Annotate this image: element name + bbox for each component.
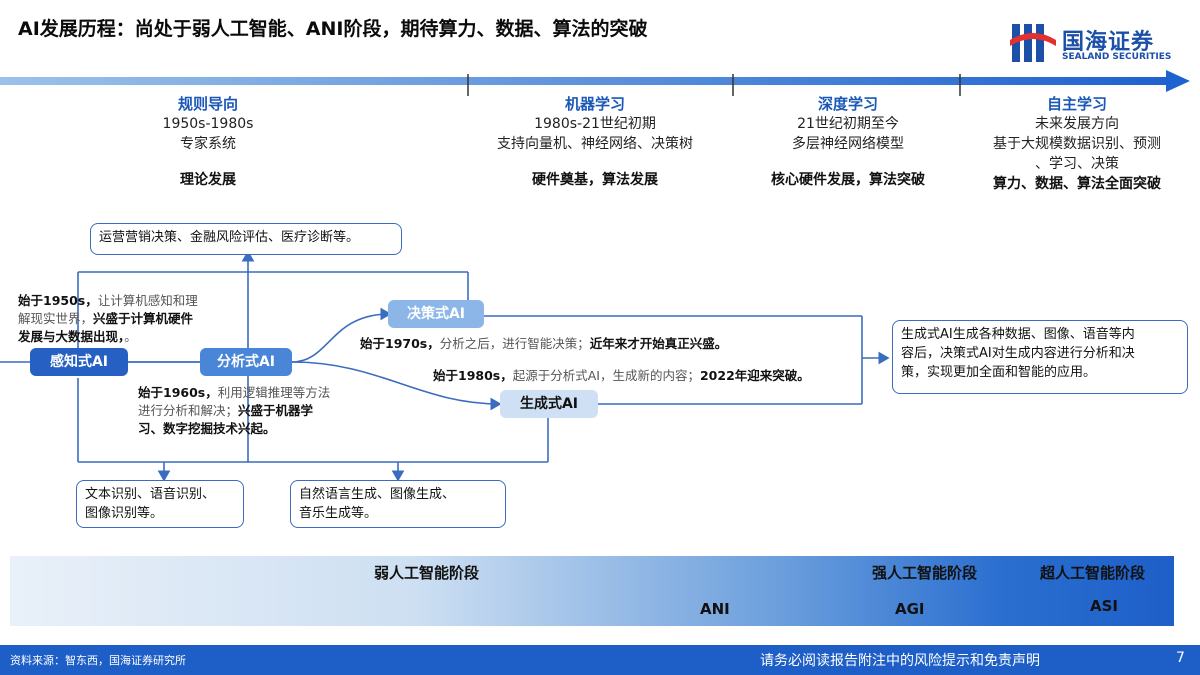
sealand-logo-icon [1010, 24, 1056, 62]
note-bold: 始于1970s， [360, 336, 440, 351]
phase-key: 硬件奠基，算法发展 [532, 172, 658, 188]
note-bold: 近年来才开始真正兴盛。 [589, 336, 728, 351]
phase-key: 算力、数据、算法全面突破 [993, 176, 1161, 192]
note-bold: 习、数字挖掘技术兴起。 [138, 421, 276, 436]
phase-autonomous-learning: 自主学习 未来发展方向 基于大规模数据识别、预测 、学习、决策 算力、数据、算法… [952, 94, 1200, 194]
phase-desc: 基于大规模数据识别、预测 [993, 136, 1161, 152]
note-text: 利用逻辑推理等方法 [217, 385, 331, 400]
footer-source: 资料来源：智东西，国海证券研究所 [10, 654, 186, 667]
node-perception-ai: 感知式AI [30, 348, 128, 376]
ai-stage-bar [10, 556, 1174, 626]
stage-asi: ASI [1090, 597, 1118, 615]
phase-period: 1950s-1980s [162, 116, 254, 132]
note-decision: 始于1970s，分析之后，进行智能决策；近年来才开始真正兴盛。 [360, 335, 727, 353]
note-text: 进行分析和解决； [138, 403, 239, 418]
logo-subtitle: SEALAND SECURITIES [1062, 52, 1172, 62]
stage-ani: ANI [700, 600, 730, 618]
stage-weak-ai: 弱人工智能阶段 [374, 564, 480, 582]
phase-key: 理论发展 [180, 172, 236, 188]
box-text: 运营营销决策、金融风险评估、医疗诊断等。 [99, 230, 360, 245]
box-text-line: 图像识别等。 [85, 506, 164, 521]
phase-rule-based: 规则导向 1950s-1980s 专家系统 理论发展 [83, 94, 333, 190]
page-number: 7 [1176, 650, 1185, 666]
box-decision-applications: 运营营销决策、金融风险评估、医疗诊断等。 [90, 223, 402, 255]
node-analysis-ai: 分析式AI [200, 348, 292, 376]
node-generative-ai: 生成式AI [500, 390, 598, 418]
stage-super-ai: 超人工智能阶段 [1040, 564, 1146, 582]
note-bold: 兴盛于计算机硬件 [93, 311, 194, 326]
note-generative: 始于1980s，起源于分析式AI，生成新的内容；2022年迎来突破。 [433, 367, 810, 385]
phase-desc: 专家系统 [180, 136, 236, 152]
phase-name: 规则导向 [177, 95, 238, 113]
phase-name: 深度学习 [817, 95, 878, 113]
note-text: 解现实世界， [18, 311, 94, 326]
phase-desc-2: 、学习、决策 [1035, 156, 1119, 172]
page-title: AI发展历程：尚处于弱人工智能、ANI阶段，期待算力、数据、算法的突破 [18, 18, 648, 40]
box-generative-applications: 自然语言生成、图像生成、 音乐生成等。 [290, 480, 506, 528]
box-text-line: 音乐生成等。 [299, 506, 378, 521]
note-text: 起源于分析式AI，生成新的内容； [512, 368, 700, 383]
stage-agi: AGI [895, 600, 925, 618]
phase-period: 1980s-21世纪初期 [534, 116, 656, 132]
diagram-connectors [0, 250, 890, 482]
note-text: 让计算机感知和理 [97, 293, 198, 308]
note-bold: 2022年迎来突破。 [699, 368, 810, 383]
phase-deep-learning: 深度学习 21世纪初期至今 多层神经网络模型 核心硬件发展，算法突破 [723, 94, 973, 190]
phase-machine-learning: 机器学习 1980s-21世纪初期 支持向量机、神经网络、决策树 硬件奠基，算法… [470, 94, 720, 190]
timeline-arrow [0, 70, 1190, 96]
note-analysis: 始于1960s，利用逻辑推理等方法 进行分析和解决；兴盛于机器学 习、数字挖掘技… [138, 384, 330, 438]
footer-disclaimer: 请务必阅读报告附注中的风险提示和免责声明 [760, 653, 1040, 669]
note-bold: 兴盛于机器学 [238, 403, 314, 418]
box-text-line: 策，实现更加全面和智能的应用。 [901, 365, 1097, 380]
box-perception-applications: 文本识别、语音识别、 图像识别等。 [76, 480, 244, 528]
box-text-line: 自然语言生成、图像生成、 [299, 487, 456, 502]
box-text-line: 生成式AI生成各种数据、图像、语音等内 [901, 327, 1135, 342]
phase-key: 核心硬件发展，算法突破 [771, 172, 925, 188]
box-combined-application: 生成式AI生成各种数据、图像、语音等内 容后，决策式AI对生成内容进行分析和决 … [892, 320, 1188, 394]
note-text: 分析之后，进行智能决策； [439, 336, 590, 351]
phase-desc: 多层神经网络模型 [792, 136, 904, 152]
note-bold: 始于1950s， [18, 293, 98, 308]
box-text-line: 容后，决策式AI对生成内容进行分析和决 [901, 346, 1135, 361]
note-perception: 始于1950s，让计算机感知和理 解现实世界，兴盛于计算机硬件 发展与大数据出现… [18, 292, 198, 346]
phase-period: 21世纪初期至今 [797, 116, 899, 132]
phase-name: 自主学习 [1046, 95, 1107, 113]
note-bold: 始于1960s， [138, 385, 218, 400]
node-decision-ai: 决策式AI [388, 300, 484, 328]
box-text-line: 文本识别、语音识别、 [85, 487, 216, 502]
note-bold: 始于1980s， [433, 368, 513, 383]
footer-bar [0, 645, 1200, 675]
note-bold: 发展与大数据出现， [18, 329, 125, 344]
phase-name: 机器学习 [564, 95, 625, 113]
note-text: 。 [124, 329, 137, 344]
stage-strong-ai: 强人工智能阶段 [872, 564, 978, 582]
logo-text: 国海证券 [1062, 30, 1155, 55]
phase-desc: 支持向量机、神经网络、决策树 [497, 136, 693, 152]
phase-period: 未来发展方向 [1035, 116, 1119, 132]
